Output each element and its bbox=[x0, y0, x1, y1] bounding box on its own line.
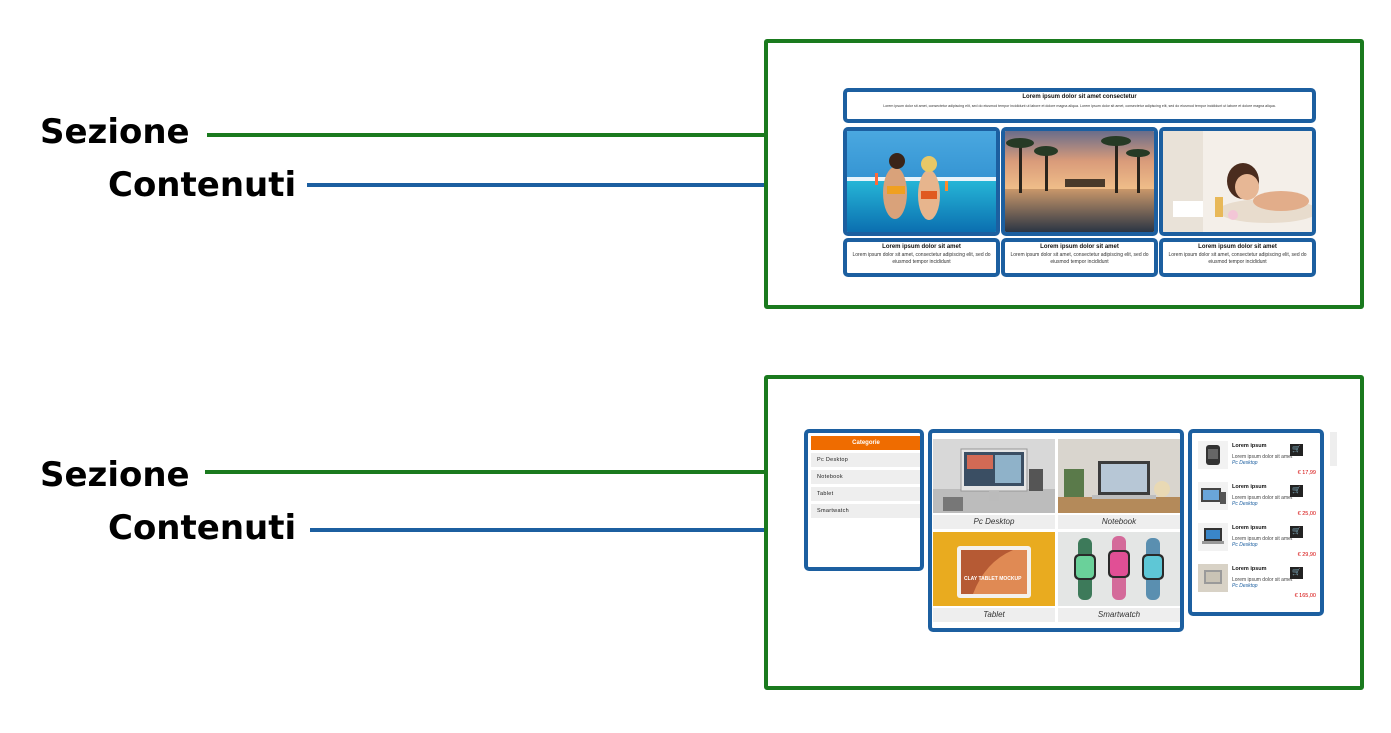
header-text: Lorem ipsum dolor sit amet, consectetur … bbox=[883, 104, 1276, 108]
card-title: Lorem ipsum dolor sit amet bbox=[882, 244, 961, 250]
card-image-3 bbox=[1159, 127, 1316, 236]
category-item-smartwatch[interactable]: Smartwatch bbox=[811, 504, 920, 518]
tile-notebook[interactable]: Notebook bbox=[1058, 439, 1180, 531]
card-text: Lorem ipsum dolor sit amet, consectetur … bbox=[852, 252, 991, 265]
content-header-box: Lorem ipsum dolor sit amet consectetur L… bbox=[843, 88, 1316, 123]
card-image-2 bbox=[1001, 127, 1158, 236]
smartwatch-photo bbox=[1058, 532, 1180, 606]
product-desc: Lorem ipsum dolor sit amet bbox=[1232, 577, 1293, 583]
cart-icon[interactable]: 🛒 bbox=[1290, 526, 1303, 538]
spa-massage-photo bbox=[1163, 131, 1312, 232]
product-price: € 29,90 bbox=[1297, 552, 1316, 558]
desktop-photo bbox=[933, 439, 1055, 513]
mockup-text: CLAY TABLET MOCKUP bbox=[964, 576, 1022, 582]
notebook-photo bbox=[1058, 439, 1180, 513]
card-text-2: Lorem ipsum dolor sit amet Lorem ipsum d… bbox=[1001, 238, 1158, 277]
section-connector-top bbox=[207, 133, 768, 137]
product-category: Pc Desktop bbox=[1232, 501, 1258, 507]
contents-connector-bottom bbox=[310, 528, 807, 532]
tablet-mockup-photo: CLAY TABLET MOCKUP bbox=[933, 532, 1055, 606]
header-title: Lorem ipsum dolor sit amet consectetur bbox=[1022, 94, 1137, 100]
card-text-1: Lorem ipsum dolor sit amet Lorem ipsum d… bbox=[843, 238, 1000, 277]
tile-pc-desktop[interactable]: Pc Desktop bbox=[933, 439, 1055, 531]
tile-caption: Notebook bbox=[1058, 515, 1180, 529]
card-image-1 bbox=[843, 127, 1000, 236]
tile-caption: Tablet bbox=[933, 608, 1055, 622]
product-price: € 25,00 bbox=[1297, 511, 1316, 517]
product-thumb bbox=[1198, 523, 1228, 551]
card-text-3: Lorem ipsum dolor sit amet Lorem ipsum d… bbox=[1159, 238, 1316, 277]
tile-smartwatch[interactable]: Smartwatch bbox=[1058, 532, 1180, 624]
product-category: Pc Desktop bbox=[1232, 542, 1258, 548]
product-name: Lorem ipsum bbox=[1232, 566, 1267, 572]
section-label-top: Sezione bbox=[40, 112, 190, 152]
cart-icon[interactable]: 🛒 bbox=[1290, 567, 1303, 579]
product-thumb bbox=[1198, 564, 1228, 592]
category-item-tablet[interactable]: Tablet bbox=[811, 487, 920, 501]
product-desc: Lorem ipsum dolor sit amet bbox=[1232, 495, 1293, 501]
tile-caption: Smartwatch bbox=[1058, 608, 1180, 622]
categories-header: Categorie bbox=[811, 436, 920, 450]
cart-icon[interactable]: 🛒 bbox=[1290, 444, 1303, 456]
scrollbar[interactable] bbox=[1330, 432, 1337, 466]
card-title: Lorem ipsum dolor sit amet bbox=[1040, 244, 1119, 250]
product-name: Lorem ipsum bbox=[1232, 525, 1267, 531]
product-thumb bbox=[1198, 482, 1228, 510]
product-price: € 165,00 bbox=[1294, 593, 1316, 599]
product-item[interactable]: Lorem ipsum Lorem ipsum dolor sit amet P… bbox=[1198, 480, 1318, 520]
cart-icon[interactable]: 🛒 bbox=[1290, 485, 1303, 497]
products-list-box: Lorem ipsum Lorem ipsum dolor sit amet P… bbox=[1188, 429, 1324, 616]
product-desc: Lorem ipsum dolor sit amet bbox=[1232, 454, 1293, 460]
product-name: Lorem ipsum bbox=[1232, 484, 1267, 490]
contents-label-bottom: Contenuti bbox=[108, 508, 297, 548]
product-item[interactable]: Lorem ipsum Lorem ipsum dolor sit amet P… bbox=[1198, 521, 1318, 561]
product-name: Lorem ipsum bbox=[1232, 443, 1267, 449]
sunset-pool-photo bbox=[1005, 131, 1154, 232]
tile-tablet[interactable]: CLAY TABLET MOCKUP Tablet bbox=[933, 532, 1055, 624]
product-item[interactable]: Lorem ipsum Lorem ipsum dolor sit amet P… bbox=[1198, 439, 1318, 479]
section-connector-bottom bbox=[205, 470, 768, 474]
product-desc: Lorem ipsum dolor sit amet bbox=[1232, 536, 1293, 542]
pool-party-photo bbox=[847, 131, 996, 232]
card-text: Lorem ipsum dolor sit amet, consectetur … bbox=[1010, 252, 1149, 265]
category-item-notebook[interactable]: Notebook bbox=[811, 470, 920, 484]
section-label-bottom: Sezione bbox=[40, 455, 190, 495]
card-title: Lorem ipsum dolor sit amet bbox=[1198, 244, 1277, 250]
product-price: € 17,99 bbox=[1297, 470, 1316, 476]
product-tiles-box: Pc Desktop Notebook CLAY TABLET MOCKUP T… bbox=[928, 429, 1184, 632]
product-item[interactable]: Lorem ipsum Lorem ipsum dolor sit amet P… bbox=[1198, 562, 1318, 602]
product-thumb bbox=[1198, 441, 1228, 469]
contents-connector-top bbox=[307, 183, 844, 187]
product-category: Pc Desktop bbox=[1232, 460, 1258, 466]
categories-box: Categorie Pc Desktop Notebook Tablet Sma… bbox=[804, 429, 924, 571]
tile-caption: Pc Desktop bbox=[933, 515, 1055, 529]
category-item-pc-desktop[interactable]: Pc Desktop bbox=[811, 453, 920, 467]
card-text: Lorem ipsum dolor sit amet, consectetur … bbox=[1168, 252, 1307, 265]
contents-label-top: Contenuti bbox=[108, 165, 297, 205]
product-category: Pc Desktop bbox=[1232, 583, 1258, 589]
